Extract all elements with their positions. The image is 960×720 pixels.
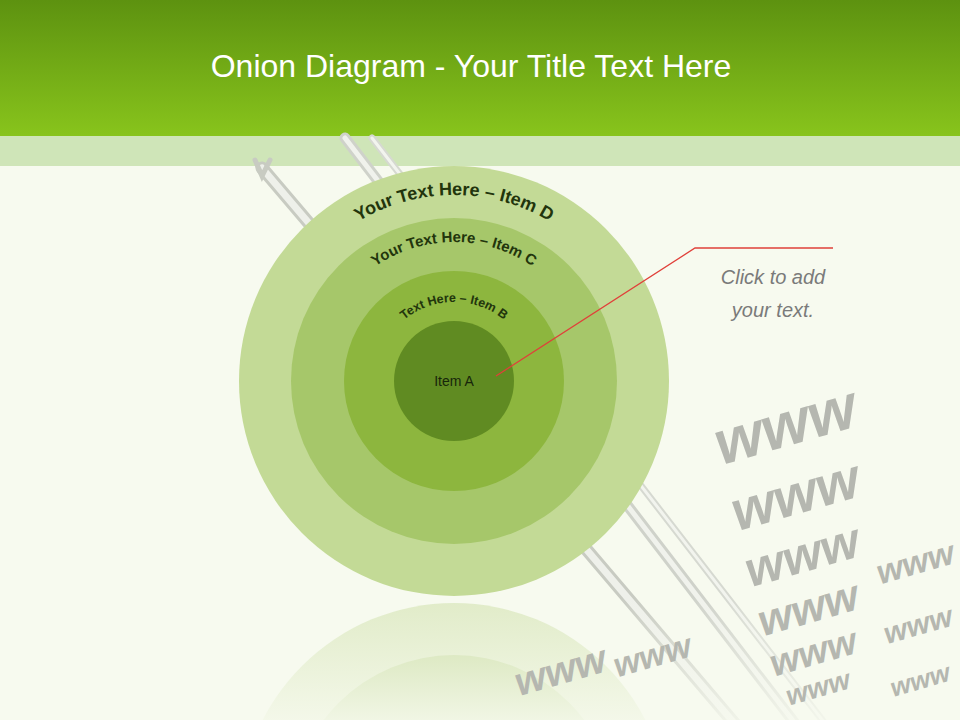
ring-fill (291, 218, 617, 544)
header-bar (0, 0, 960, 136)
slide-title: Onion Diagram - Your Title Text Here (0, 46, 942, 86)
second-ring: Text Here – Item B Item A (344, 271, 564, 491)
ring-label: Your Text Here – Item C (368, 228, 541, 269)
core-label: Item A (434, 373, 474, 389)
watermark-text: www (510, 638, 611, 702)
watermark-text: www (872, 535, 958, 590)
ring-fill (394, 321, 514, 441)
label-holder: Item A (394, 321, 514, 441)
watermark-text: www (887, 659, 952, 701)
ring-label: Your Text Here – Item D (351, 179, 558, 225)
header-band (0, 136, 960, 166)
watermark-text: www (880, 601, 956, 649)
callout-text: Click to add your text. (703, 261, 843, 327)
outer-ring: Your Text Here – Item DYour Text Here – … (239, 166, 669, 596)
ring-label: Text Here – Item B (397, 291, 510, 322)
watermark-text: www (609, 628, 695, 683)
ring-fill (239, 166, 669, 596)
core-circle: Item A (394, 321, 514, 441)
third-ring: Your Text Here – Item CText Here – Item … (291, 218, 617, 544)
ring-fill (344, 271, 564, 491)
